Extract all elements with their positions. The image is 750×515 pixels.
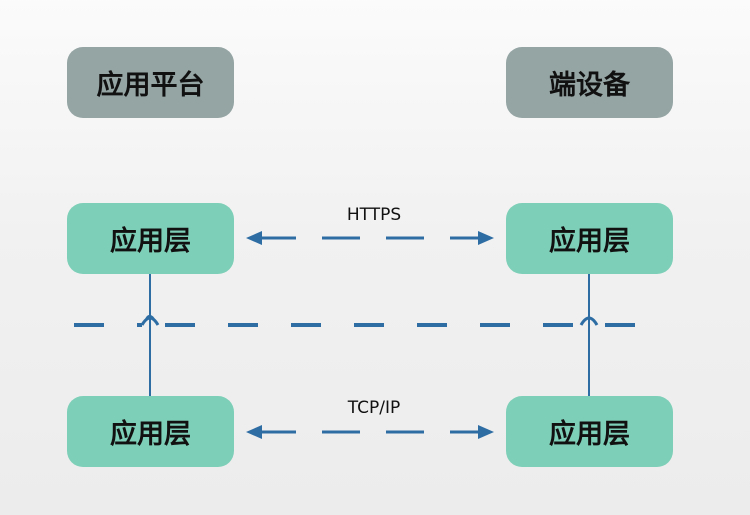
app-platform-box: 应用平台 — [67, 47, 234, 118]
device-box: 端设备 — [506, 47, 673, 118]
left-vertical-connector — [144, 274, 156, 396]
device-upper-layer-box: 应用层 — [506, 203, 673, 274]
https-arrow-left-head — [246, 231, 262, 245]
platform-lower-layer-box: 应用层 — [67, 396, 234, 467]
device-lower-layer-box: 应用层 — [506, 396, 673, 467]
right-divider-hop — [579, 316, 599, 326]
tcpip-arrow-left-head — [246, 425, 262, 439]
https-arrow-right-head — [478, 231, 494, 245]
tcpip-protocol-label: TCP/IP — [347, 398, 401, 418]
left-divider-hop — [140, 316, 160, 326]
tcpip-arrow-right-head — [478, 425, 494, 439]
https-protocol-label: HTTPS — [346, 205, 402, 225]
platform-upper-layer-box: 应用层 — [67, 203, 234, 274]
